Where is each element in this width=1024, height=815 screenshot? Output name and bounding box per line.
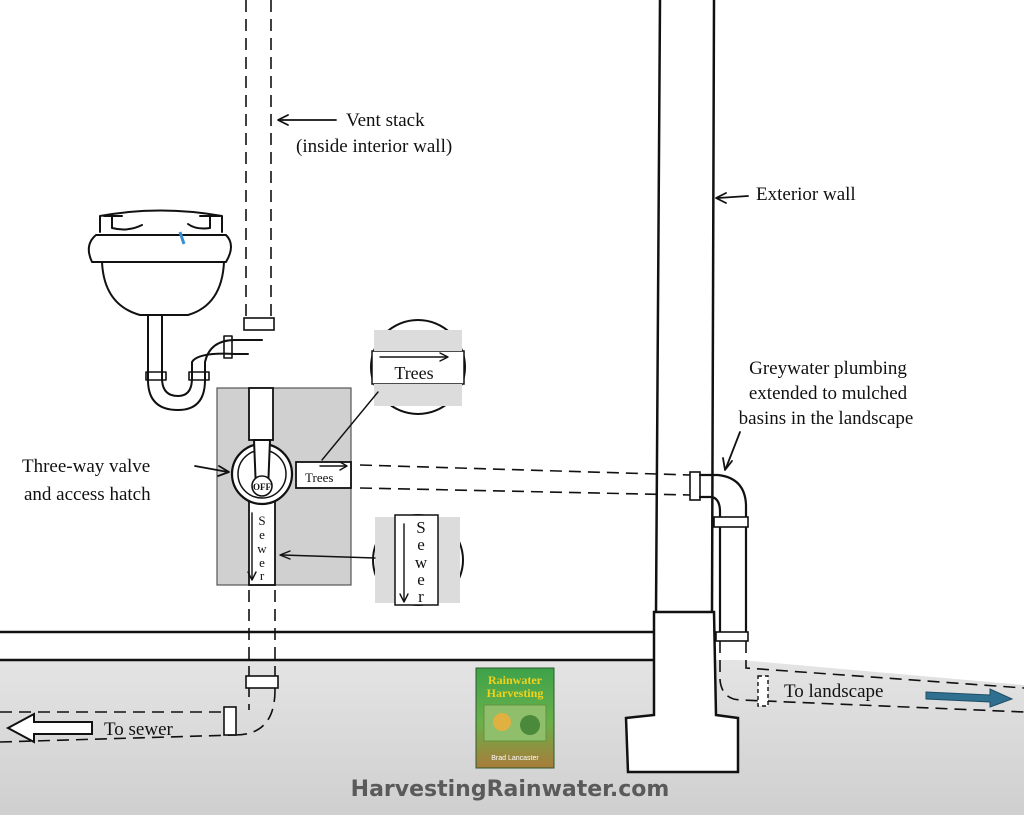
faucet-right	[187, 215, 221, 230]
sewer-line	[0, 711, 236, 743]
trees-callout-pointer	[321, 391, 379, 461]
svg-text:S: S	[416, 518, 425, 537]
book-title-line1: Rainwater	[488, 673, 543, 687]
svg-text:Vent stack: Vent stack	[346, 110, 425, 131]
valve-off-label: OFF	[253, 482, 271, 492]
sewer-callout-pointer	[281, 554, 376, 559]
to-landscape-label: To landscape	[784, 681, 883, 702]
svg-text:Three-way valve: Three-way valve	[22, 456, 150, 477]
three-way-valve: OFF	[230, 439, 294, 506]
svg-text:(inside interior wall): (inside interior wall)	[296, 136, 452, 157]
sink	[87, 209, 263, 411]
svg-text:r: r	[418, 587, 424, 606]
svg-text:r: r	[260, 568, 265, 583]
book-title-line2: Harvesting	[487, 686, 544, 700]
svg-text:e: e	[259, 555, 265, 570]
svg-text:w: w	[257, 541, 267, 556]
svg-text:extended to mulched: extended to mulched	[749, 383, 908, 404]
svg-text:Trees: Trees	[394, 363, 433, 383]
to-sewer-label: To sewer	[104, 719, 174, 740]
valve-label: Three-way valve and access hatch	[22, 456, 230, 505]
greywater-line	[359, 464, 691, 496]
svg-text:Greywater plumbing: Greywater plumbing	[749, 358, 907, 379]
svg-text:S: S	[258, 513, 265, 528]
faucet-left	[103, 215, 143, 231]
svg-text:and access hatch: and access hatch	[24, 484, 151, 505]
sewer-callout: S e w e r	[279, 514, 464, 606]
svg-text:e: e	[259, 527, 265, 542]
trees-pipe-label: Trees	[305, 470, 333, 485]
water-drip	[178, 231, 186, 245]
svg-text:e: e	[417, 535, 425, 554]
greywater-label: Greywater plumbing extended to mulched b…	[722, 358, 914, 471]
pipe-coupling-sewer	[223, 706, 237, 736]
sewer-pipe-label: S e w e r	[247, 512, 267, 583]
to-sewer-arrow	[5, 712, 93, 744]
site-url: HarvestingRainwater.com	[351, 777, 670, 802]
svg-text:Exterior wall: Exterior wall	[756, 184, 856, 205]
pipe-coupling-lower	[245, 675, 279, 689]
book-cover: Rainwater Harvesting Brad Lancaster	[475, 667, 555, 769]
vent-stack-label: Vent stack (inside interior wall)	[277, 110, 452, 157]
exterior-greywater-pipe	[689, 471, 1024, 713]
exterior-wall	[624, 0, 740, 774]
wall-footing	[624, 610, 740, 774]
to-landscape-arrow	[925, 688, 1014, 708]
trees-callout: Trees	[321, 319, 466, 461]
svg-text:basins in the landscape: basins in the landscape	[739, 408, 914, 429]
book-author: Brad Lancaster	[491, 755, 539, 762]
svg-text:w: w	[415, 553, 428, 572]
svg-text:e: e	[417, 570, 425, 589]
pipe-coupling-upper	[243, 317, 275, 331]
vent-stack	[223, 0, 279, 736]
exterior-wall-label: Exterior wall	[715, 184, 856, 205]
